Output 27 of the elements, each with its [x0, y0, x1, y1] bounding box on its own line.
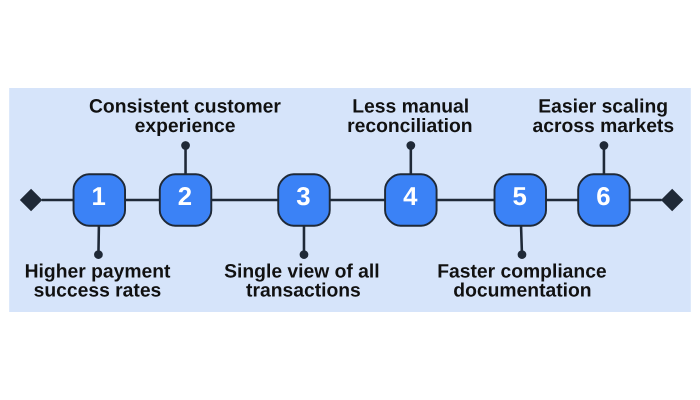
node-diamond: [660, 188, 684, 212]
node-box: 2: [158, 173, 212, 227]
connector: [300, 226, 308, 259]
connector: [181, 141, 190, 174]
node-text: Single view of all transactions: [224, 261, 380, 302]
connector: [42, 198, 74, 202]
node-box: 6: [577, 173, 631, 227]
node-diamond: [20, 188, 42, 212]
node-box: 4: [384, 173, 438, 227]
connector: [518, 226, 526, 259]
node-box: 5: [494, 173, 547, 227]
connector: [330, 198, 385, 202]
node-box: 3: [277, 173, 331, 227]
connector: [546, 198, 578, 202]
node-text: Faster compliance documentation: [437, 261, 607, 302]
connector: [600, 141, 608, 174]
connector: [436, 198, 494, 202]
connector: [630, 198, 662, 202]
connector: [125, 198, 160, 202]
node-text: Less manual reconciliation: [347, 96, 473, 137]
connector: [94, 226, 103, 259]
node-text: Easier scaling across markets: [532, 96, 674, 137]
node-text: Consistent customer experience: [88, 96, 281, 137]
connector: [406, 141, 416, 174]
connector: [211, 198, 278, 202]
node-text: Higher payment success rates: [24, 261, 170, 302]
node-box: 1: [72, 173, 126, 227]
